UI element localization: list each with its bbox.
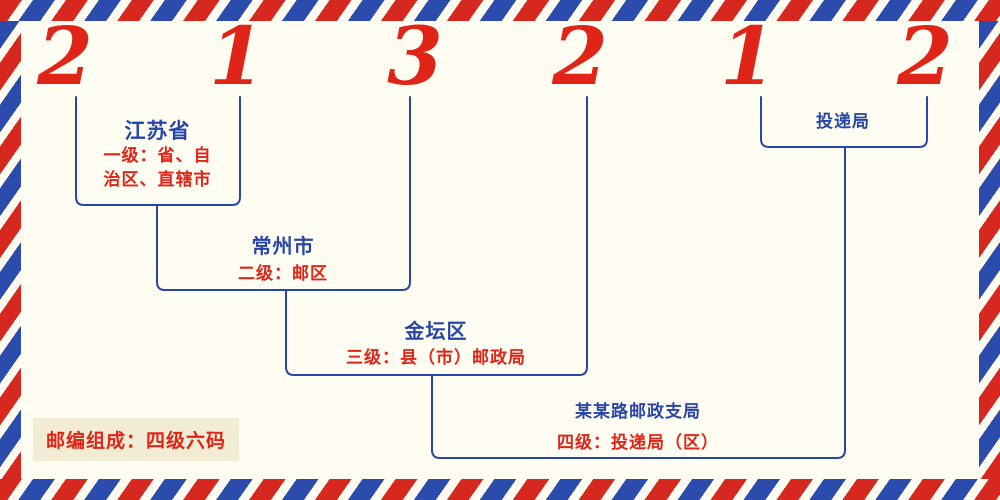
- digit-4: 2: [552, 9, 608, 103]
- digit-3: 3: [387, 9, 443, 103]
- level-3-name: 金坛区: [404, 319, 468, 343]
- level-4-desc: 四级：投递局（区）: [557, 433, 719, 453]
- level-4-name: 某某路邮政支局: [575, 402, 701, 422]
- level-2-desc: 二级：邮区: [238, 264, 328, 284]
- airmail-border-bottom: [0, 479, 1000, 500]
- level-5-name: 投递局: [816, 112, 870, 132]
- digit-6: 2: [897, 9, 953, 103]
- airmail-border-top: [0, 0, 1000, 21]
- level-3-desc: 三级：县（市）邮政局: [346, 348, 526, 368]
- digit-2: 1: [209, 9, 265, 103]
- airmail-border-right: [979, 21, 1000, 479]
- digit-5: 1: [720, 9, 776, 103]
- level-1-desc-line2: 治区、直辖市: [103, 170, 212, 190]
- composition-note: 邮编组成：四级六码: [33, 418, 240, 461]
- level-2-name: 常州市: [251, 234, 315, 258]
- airmail-border-left: [0, 21, 21, 479]
- digit-1: 2: [37, 9, 93, 103]
- level-1-desc: 一级：省、自 治区、直辖市: [55, 144, 260, 192]
- level-1-name: 江苏省: [124, 119, 191, 143]
- level-1-desc-line1: 一级：省、自: [103, 146, 212, 166]
